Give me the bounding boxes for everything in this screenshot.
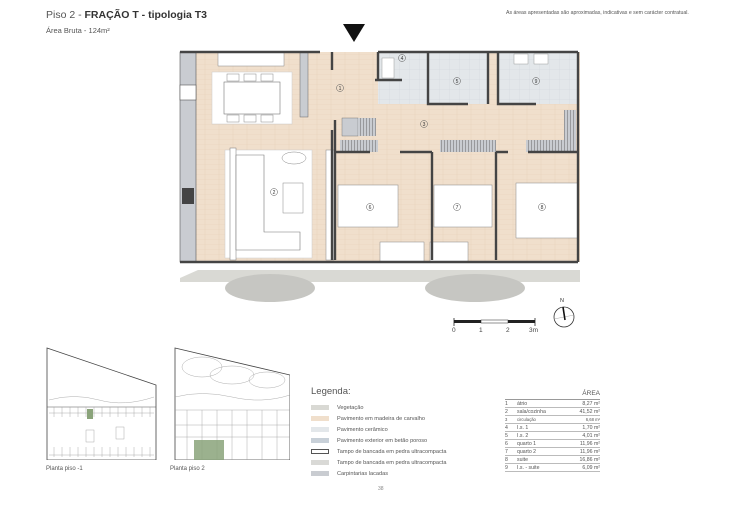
svg-text:5: 5	[456, 79, 459, 85]
scale-tick: 2	[506, 327, 510, 334]
room-name: I.s. 2	[517, 432, 529, 439]
svg-text:7: 7	[456, 205, 459, 211]
legend-label: Pavimento cerâmico	[337, 426, 388, 433]
room-area: 1,70 m²	[582, 424, 600, 431]
compass-icon	[553, 306, 575, 328]
table-row: 7 quarto 2 11,96 m²	[505, 448, 600, 456]
svg-text:6: 6	[369, 205, 372, 211]
key-plan-label: Planta piso -1	[46, 466, 83, 472]
disclaimer: As áreas apresentadas são aproximadas, i…	[506, 10, 689, 16]
room-number: 9	[505, 464, 508, 471]
legend-swatch	[311, 427, 329, 432]
north-label: N	[560, 298, 564, 304]
svg-text:8: 8	[541, 205, 544, 211]
scale-tick: 0	[452, 327, 456, 334]
svg-text:2: 2	[273, 190, 276, 196]
room-number: 6	[505, 440, 508, 447]
scale-tick: 3m	[529, 327, 539, 334]
key-plan-label: Planta piso 2	[170, 466, 205, 472]
room-number: 3	[505, 417, 508, 422]
room-area: 16,86 m²	[579, 456, 600, 463]
legend-label: Vegetação	[337, 404, 364, 411]
legend-item: Tampo de bancada em pedra ultracompacta	[311, 446, 446, 457]
legend-swatch	[311, 449, 329, 454]
room-name: suite	[517, 456, 528, 463]
room-number: 1	[505, 400, 508, 407]
legend-item: Pavimento exterior em betão poroso	[311, 435, 446, 446]
room-area: 41,52 m²	[579, 408, 600, 415]
legend-label: Pavimento em madeira de carvalho	[337, 415, 425, 422]
legend-item: Pavimento em madeira de carvalho	[311, 413, 446, 424]
room-area: 6,09 m²	[582, 464, 600, 471]
room-area: 11,96 m²	[579, 448, 600, 455]
scale-bar: 0 1 2 3m	[452, 314, 562, 340]
room-name: sala/cozinha	[517, 408, 546, 415]
legend-swatch	[311, 438, 329, 443]
svg-text:3: 3	[423, 122, 426, 128]
table-row: 2 sala/cozinha 41,52 m²	[505, 408, 600, 416]
page-number: 38	[378, 486, 384, 492]
room-area: 4,01 m²	[582, 432, 600, 439]
north-arrow: N	[552, 298, 580, 330]
legend-swatch	[311, 460, 329, 465]
legend-swatch	[311, 405, 329, 410]
legend-label: Pavimento exterior em betão poroso	[337, 437, 428, 444]
table-row: 4 I.s. 1 1,70 m²	[505, 424, 600, 432]
table-row: 5 I.s. 2 4,01 m²	[505, 432, 600, 440]
room-name: quarto 1	[517, 440, 537, 447]
room-number: 5	[505, 432, 508, 439]
key-plan-floor-minus-1	[46, 347, 157, 460]
legend-swatch	[311, 471, 329, 476]
gross-area: Área Bruta - 124m²	[46, 26, 110, 35]
legend-label: Carpintarias lacadas	[337, 470, 388, 477]
table-row: 3 circulação 6,68 m²	[505, 416, 600, 424]
room-area: 8,27 m²	[582, 400, 600, 407]
room-name: quarto 2	[517, 448, 537, 455]
room-number: 8	[505, 456, 508, 463]
room-number: 4	[505, 424, 508, 431]
floor-plan: 1 2 3 4 5 6 7 8 9	[179, 24, 580, 302]
table-row: 6 quarto 1 11,96 m²	[505, 440, 600, 448]
room-number: 7	[505, 448, 508, 455]
legend-item: Carpintarias lacadas	[311, 468, 446, 479]
room-area: 11,96 m²	[579, 440, 600, 447]
room-area: 6,68 m²	[585, 417, 600, 422]
table-row: 1 átrio 8,27 m²	[505, 400, 600, 408]
legend-item: Tampo de bancada em pedra ultracompacta	[311, 457, 446, 468]
legend-swatch	[311, 416, 329, 421]
room-name: átrio	[517, 400, 528, 407]
svg-text:4: 4	[401, 56, 404, 62]
area-table-header: ÁREA	[505, 390, 600, 400]
room-name: I.s. 1	[517, 424, 529, 431]
legend: Legenda: Vegetação Pavimento em madeira …	[311, 386, 446, 479]
title-prefix: Piso 2 -	[46, 9, 85, 21]
key-plan-floor-2	[174, 347, 290, 460]
table-row: 9 I.s. - suite 6,09 m²	[505, 464, 600, 472]
svg-text:9: 9	[535, 79, 538, 85]
legend-label: Tampo de bancada em pedra ultracompacta	[337, 448, 447, 455]
scale-tick: 1	[479, 327, 483, 334]
page-title: Piso 2 - FRAÇÃO T - tipologia T3	[46, 9, 207, 21]
legend-item: Pavimento cerâmico	[311, 424, 446, 435]
room-name: circulação	[517, 417, 536, 422]
area-table: ÁREA 1 átrio 8,27 m² 2 sala/cozinha 41,52 m²…	[505, 390, 600, 472]
legend-item: Vegetação	[311, 402, 446, 413]
svg-text:1: 1	[339, 86, 342, 92]
legend-title: Legenda:	[311, 386, 351, 397]
legend-label: Tampo de bancada em pedra ultracompacta	[337, 459, 447, 466]
table-row: 8 suite 16,86 m²	[505, 456, 600, 464]
entrance-arrow-icon	[343, 24, 365, 42]
title-unit: FRAÇÃO T - tipologia T3	[84, 9, 208, 21]
room-number: 2	[505, 408, 508, 415]
room-name: I.s. - suite	[517, 464, 540, 471]
